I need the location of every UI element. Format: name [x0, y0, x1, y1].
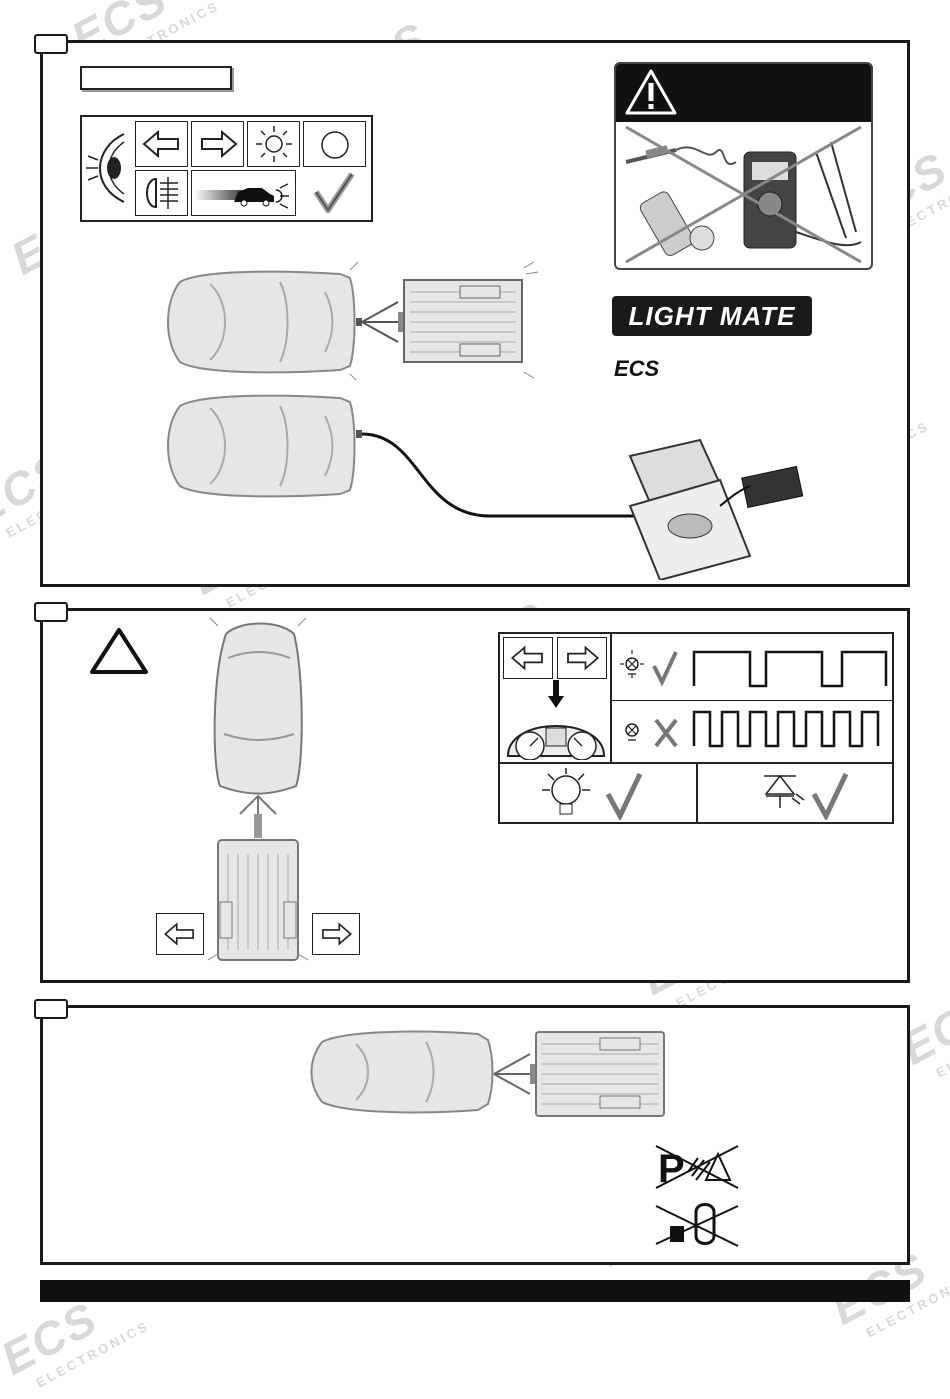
parking-sensor-disabled-icon: P [655, 1145, 739, 1191]
led-ok-icon [764, 772, 849, 820]
right-arrow-icon [567, 645, 600, 671]
footer-bar [40, 1280, 910, 1302]
slow-pulse-waveform [692, 650, 888, 688]
ecs-logo: ECS [614, 356, 660, 381]
right-arrow-icon [322, 922, 352, 946]
fog-light-cell [135, 170, 188, 216]
warning-triangle-icon [625, 69, 677, 115]
table-divider [612, 700, 894, 701]
car-trailer-parking-illustration [310, 1030, 665, 1117]
step-tab-1 [34, 34, 68, 54]
bulb-ok-icon [620, 650, 678, 687]
dashboard-arrow-icon [548, 680, 564, 708]
bulb-fail-icon [625, 718, 678, 748]
label-box [80, 66, 232, 90]
left-arrow-icon [164, 922, 194, 946]
car-lights-icon [194, 183, 289, 209]
brake-light-icon [256, 126, 292, 162]
left-arrow-icon [142, 129, 179, 159]
car-with-tester-illustration [167, 394, 804, 580]
circle-icon [321, 131, 349, 159]
right-arrow-icon [201, 129, 238, 159]
lightmate-logo: LIGHT MATE [612, 296, 812, 336]
table-divider [610, 632, 612, 762]
check-icon [313, 172, 355, 213]
eye-icon [86, 133, 125, 203]
fast-pulse-waveform [692, 710, 880, 748]
car-trailer-vertical-illustration [207, 617, 309, 961]
incandescent-bulb-ok-icon [542, 768, 643, 820]
step-tab-2 [34, 602, 68, 622]
test-tools-crossed-icon [625, 125, 862, 264]
fog-light-icon [146, 177, 178, 209]
left-arrow-icon [510, 645, 543, 671]
step-tab-3 [34, 999, 68, 1019]
car-with-trailer-illustration [167, 262, 539, 380]
caution-triangle-icon [90, 628, 148, 674]
fog-lamp-disabled-icon [655, 1203, 739, 1247]
dashboard-icon [506, 725, 606, 760]
table-divider [696, 762, 698, 824]
